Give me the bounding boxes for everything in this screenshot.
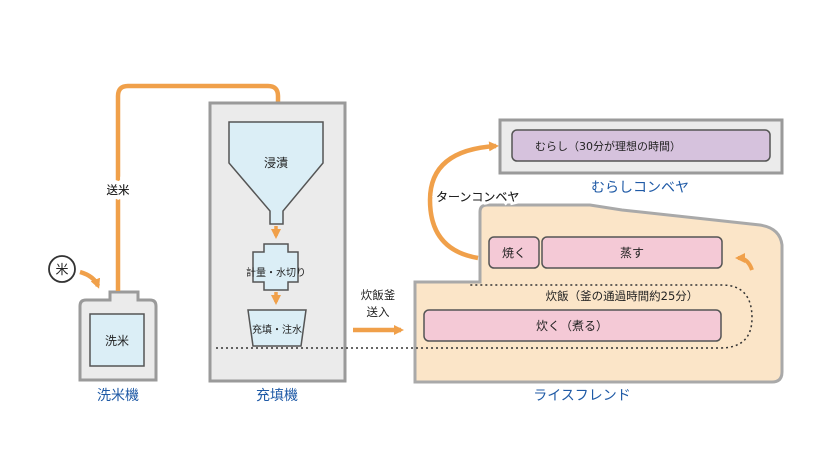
rice-input-arrow [79,269,101,289]
steam-zone-box [541,236,723,269]
filling-pot [247,309,307,347]
soaking-hopper [228,121,324,225]
washer-inner-box [89,313,145,367]
washer-caption: 洗米機 [97,388,139,404]
rice-friend-caption: ライスフレンド [533,388,631,404]
transfer-label-fg: 送米 [107,183,130,197]
turn-conveyor-arrow [427,141,499,261]
cook-label: 炊く（煮る） [536,319,608,333]
turn-conveyor-label: ターンコンベヤ [436,190,519,204]
rice-transfer-pipe-arrow [115,83,283,291]
steaming-label: むらし（30分が理想の時間） [535,139,681,153]
transfer-label: 送米 [107,183,130,197]
washer-inner-label: 洗米 [105,334,129,348]
bake-zone-box [488,236,540,269]
return-arrow [735,253,754,271]
rice-input-icon [48,255,76,283]
feed-label-line2: 送入 [367,305,390,319]
metering-unit [252,243,299,291]
metering-label: 計量・水切り [246,266,306,279]
turn-conveyor-label-fg: ターンコンベヤ [436,190,519,204]
hopper-label: 浸漬 [264,155,288,170]
steaming-zone-box [511,129,771,162]
filler-caption: 充填機 [256,388,298,404]
feed-label-line1: 炊飯釜 [361,288,396,302]
pot-conveyor-dotted-line [216,284,753,349]
pass-time-label: 炊飯（釜の通過時間約25分） [546,289,699,303]
steaming-conveyor-caption: むらしコンベヤ [591,180,689,196]
cook-zone-box [423,309,722,342]
bake-label: 焼く [502,246,526,260]
rice-symbol-label: 米 [55,263,68,278]
steam-label: 蒸す [620,246,644,260]
fill-label: 充填・注水 [252,323,302,336]
